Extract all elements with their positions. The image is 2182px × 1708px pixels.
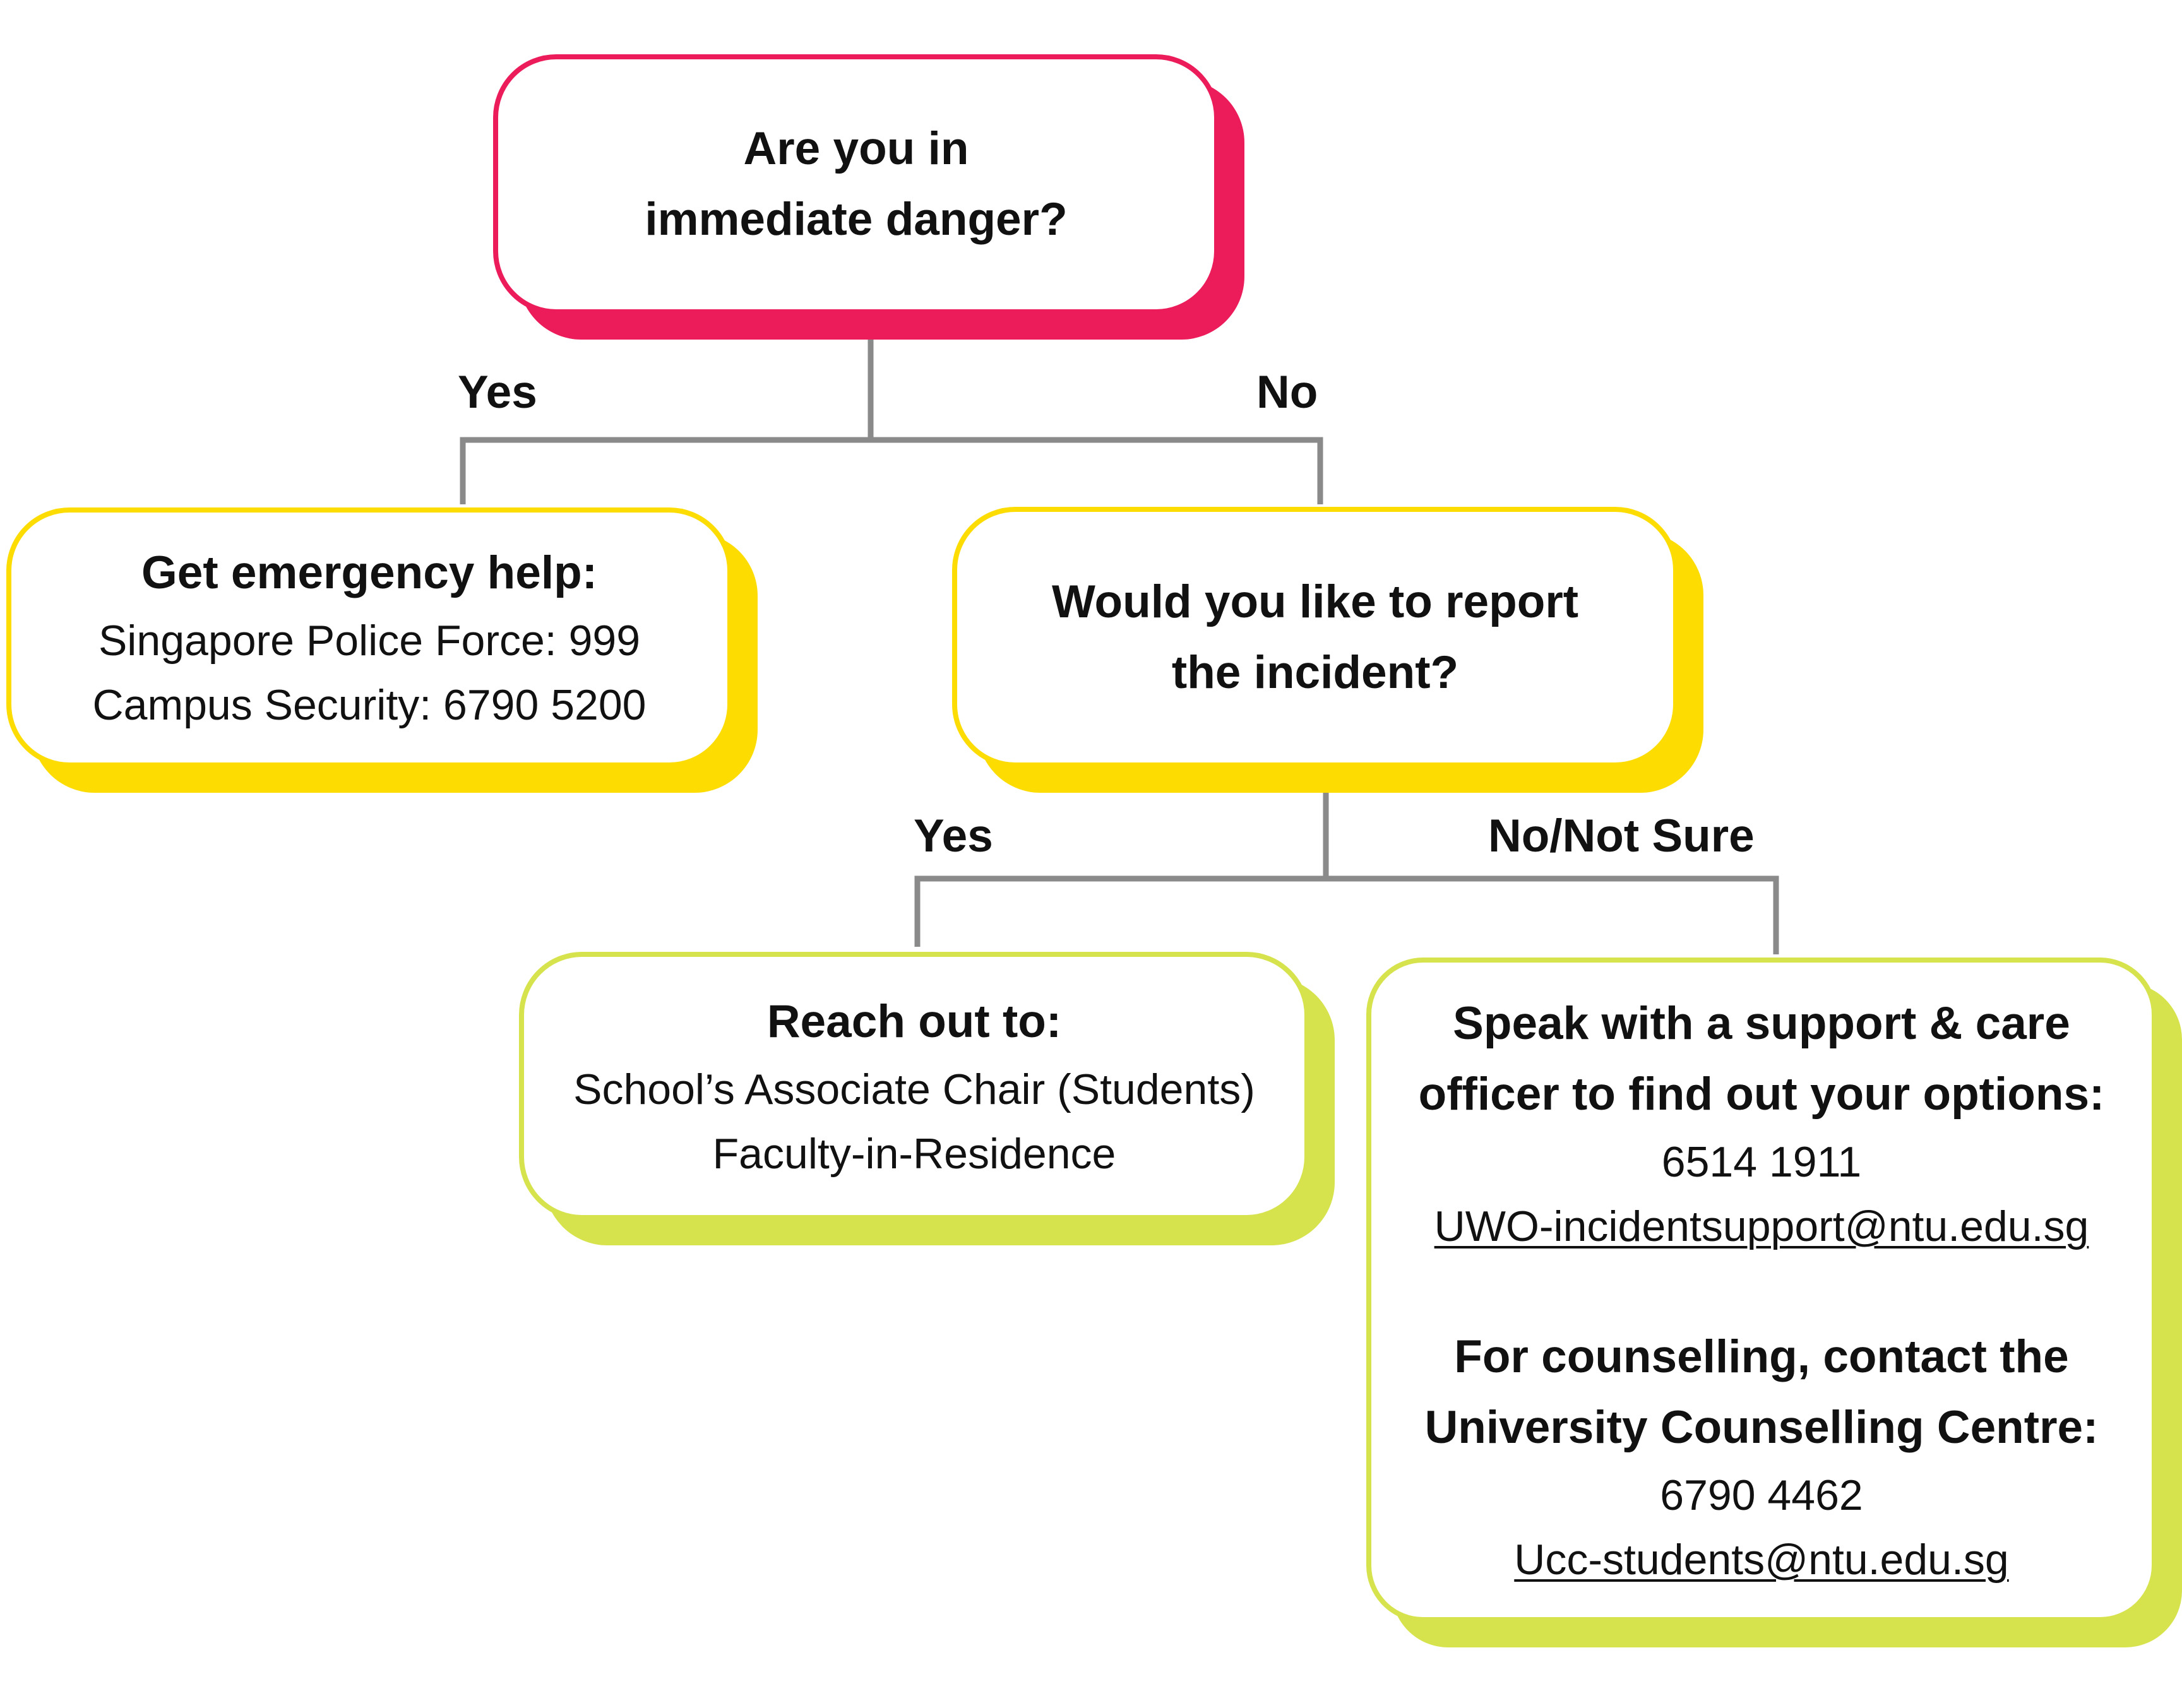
counselling-phone: 6790 4462 — [1660, 1471, 1863, 1519]
branch-label-report-yes: Yes — [914, 810, 993, 862]
associate-chair-contact: School’s Associate Chair (Students) — [573, 1065, 1255, 1113]
support-phone: 6514 1911 — [1661, 1137, 1862, 1186]
support-title-line-1: Speak with a support & care — [1453, 997, 2070, 1049]
counselling-title-line-2: University Counselling Centre: — [1424, 1401, 2099, 1453]
branch-label-danger-no: No — [1256, 367, 1318, 418]
emergency-title: Get emergency help: — [141, 547, 598, 598]
reach-out-box: Reach out to: School’s Associate Chair (… — [519, 952, 1309, 1220]
decision-immediate-danger: Are you in immediate danger? — [493, 54, 1219, 314]
reach-title: Reach out to: — [766, 995, 1062, 1047]
report-question-line-2: the incident? — [1171, 646, 1459, 698]
counselling-title-line-1: For counselling, contact the — [1454, 1331, 2069, 1382]
support-title-line-2: officer to find out your options: — [1418, 1068, 2105, 1120]
faculty-in-residence-contact: Faculty-in-Residence — [712, 1129, 1116, 1178]
connector-report-split — [914, 875, 1779, 954]
support-care-box: Speak with a support & care officer to f… — [1366, 958, 2157, 1622]
emergency-help-box: Get emergency help: Singapore Police For… — [6, 507, 732, 768]
police-contact: Singapore Police Force: 999 — [98, 617, 641, 665]
support-email-link[interactable]: UWO-incidentsupport@ntu.edu.sg — [1434, 1202, 2089, 1250]
branch-label-report-no: No/Not Sure — [1488, 810, 1755, 862]
campus-security-contact: Campus Security: 6790 5200 — [92, 681, 647, 729]
branch-label-danger-yes: Yes — [458, 367, 537, 418]
danger-question-line-1: Are you in — [743, 123, 969, 174]
counselling-email-link[interactable]: Ucc-students@ntu.edu.sg — [1514, 1535, 2009, 1584]
decision-report-incident: Would you like to report the incident? — [952, 507, 1678, 768]
connector-danger-split — [460, 437, 1323, 504]
danger-question-line-2: immediate danger? — [645, 194, 1068, 245]
report-question-line-1: Would you like to report — [1051, 576, 1579, 627]
